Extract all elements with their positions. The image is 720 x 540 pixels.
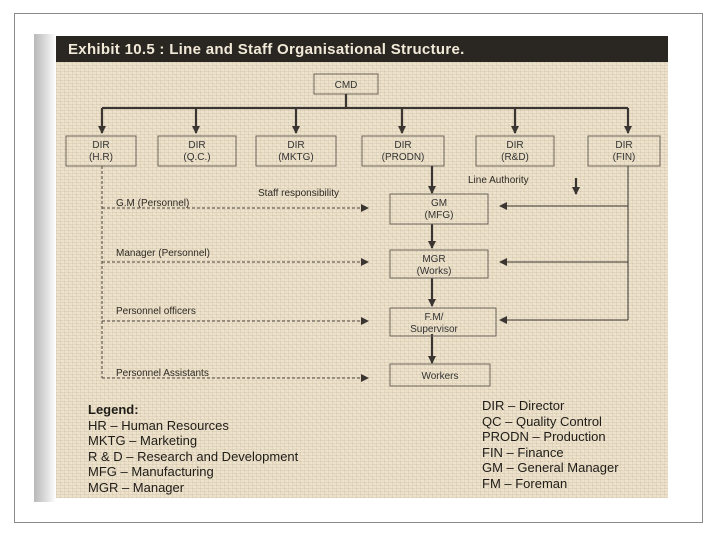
svg-text:Workers: Workers xyxy=(421,371,458,382)
legend-item: HR – Human Resources xyxy=(88,417,229,433)
line-chain-arrows xyxy=(428,166,580,364)
title-bar: Exhibit 10.5 : Line and Staff Organisati… xyxy=(56,36,668,62)
legend-item: MFG – Manufacturing xyxy=(88,464,214,480)
dir-fin-box: DIR (FIN) xyxy=(587,135,661,167)
legend-left: Legend: HR – Human Resources MKTG – Mark… xyxy=(88,402,298,496)
dir-prodn-box: DIR (PRODN) xyxy=(361,135,445,167)
legend-item: PRODN – Production xyxy=(482,429,606,445)
legend-item: DIR – Director xyxy=(482,398,565,413)
svg-text:DIR: DIR xyxy=(287,140,304,151)
svg-text:F.M/: F.M/ xyxy=(425,312,444,323)
legend-item: MKTG – Marketing xyxy=(88,433,198,449)
svg-text:DIR: DIR xyxy=(615,140,632,151)
svg-text:DIR: DIR xyxy=(92,140,109,151)
svg-text:(MKTG): (MKTG) xyxy=(278,152,314,163)
finance-connectors xyxy=(499,166,629,324)
legend-item: R & D – Research and Development xyxy=(88,448,299,464)
svg-text:(MFG): (MFG) xyxy=(425,210,454,221)
exhibit-page: Exhibit 10.5 : Line and Staff Organisati… xyxy=(56,36,668,498)
legend-item: MGR – Manager xyxy=(88,479,185,495)
personnel-assistants-label: Personnel Assistants xyxy=(116,368,209,379)
personnel-officers-label: Personnel officers xyxy=(116,306,196,317)
line-authority-label: Line Authority xyxy=(468,175,529,186)
gm-personnel-label: G.M (Personnel) xyxy=(116,198,189,209)
dir-rd-box: DIR (R&D) xyxy=(475,135,555,167)
staff-responsibility-label: Staff responsibility xyxy=(258,188,339,199)
svg-text:(Q.C.): (Q.C.) xyxy=(183,152,210,163)
svg-text:(FIN): (FIN) xyxy=(613,152,636,163)
mgr-works-box: MGR (Works) xyxy=(389,249,489,279)
svg-text:MGR: MGR xyxy=(422,254,445,265)
workers-box: Workers xyxy=(389,363,491,387)
manager-personnel-label: Manager (Personnel) xyxy=(116,248,210,259)
svg-text:(PRODN): (PRODN) xyxy=(382,152,425,163)
org-chart: CMD DIR (H.R) DIR (Q.C.) DIR (MKTG) xyxy=(65,73,661,387)
staff-dashed-connectors xyxy=(101,166,369,382)
svg-text:DIR: DIR xyxy=(506,140,523,151)
legend-item: GM – General Manager xyxy=(482,460,619,476)
page-shadow xyxy=(34,34,56,502)
svg-text:GM: GM xyxy=(431,198,447,209)
fm-supervisor-box: F.M/ Supervisor xyxy=(389,307,497,337)
dir-mktg-box: DIR (MKTG) xyxy=(255,135,337,167)
legend-heading: Legend: xyxy=(88,402,139,417)
svg-text:(H.R): (H.R) xyxy=(89,152,113,163)
legend-right: DIR – Director QC – Quality Control PROD… xyxy=(482,398,619,492)
cmd-box: CMD xyxy=(313,73,379,95)
gm-mfg-box: GM (MFG) xyxy=(389,193,489,225)
dir-hr-box: DIR (H.R) xyxy=(65,135,137,167)
legend-item: FIN – Finance xyxy=(482,444,564,460)
legend-item: QC – Quality Control xyxy=(482,413,602,429)
svg-text:(Works): (Works) xyxy=(417,266,452,277)
svg-text:DIR: DIR xyxy=(188,140,205,151)
dir-qc-box: DIR (Q.C.) xyxy=(157,135,237,167)
svg-text:(R&D): (R&D) xyxy=(501,152,529,163)
legend-item: FM – Foreman xyxy=(482,475,568,491)
svg-text:Supervisor: Supervisor xyxy=(410,324,458,335)
svg-text:CMD: CMD xyxy=(335,80,358,91)
exhibit-title: Exhibit 10.5 : Line and Staff Organisati… xyxy=(68,41,465,58)
hierarchy-connectors xyxy=(98,94,632,134)
svg-text:DIR: DIR xyxy=(394,140,411,151)
